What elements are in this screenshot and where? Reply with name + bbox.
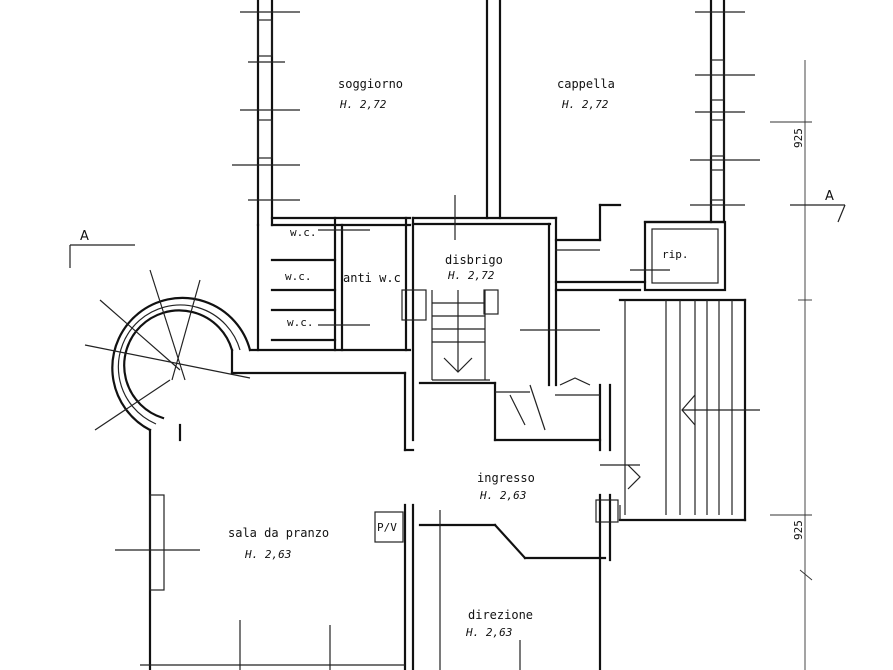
room-height-disbrigo: H. 2,72	[447, 269, 495, 282]
room-label-cappella: cappella	[557, 77, 615, 91]
room-label-wc-2: w.c.	[285, 270, 312, 283]
section-marks	[69, 204, 846, 268]
room-height-cappella: H. 2,72	[561, 98, 609, 111]
room-label-direzione: direzione	[468, 608, 533, 622]
window-ticks	[232, 11, 760, 206]
room-label-antiwc: anti w.c	[343, 271, 401, 285]
section-mark-right: A	[825, 189, 834, 204]
room-height-sala: H. 2,63	[244, 548, 291, 561]
disbrigo-block	[411, 195, 600, 387]
room-label-rip: rip.	[662, 248, 689, 261]
ingresso-walls	[418, 377, 641, 670]
cappella-lower-walls	[554, 203, 727, 292]
room-height-direzione: H. 2,63	[465, 626, 512, 639]
entrance-stairs	[618, 298, 760, 522]
room-label-disbrigo: disbrigo	[445, 253, 503, 267]
room-label-sala: sala da pranzo	[228, 526, 329, 540]
room-height-ingresso: H. 2,63	[479, 489, 526, 502]
sala-walls	[115, 348, 415, 670]
label-pv: P/V	[377, 521, 397, 534]
section-mark-left: A	[80, 229, 89, 244]
service-block	[248, 216, 499, 442]
dimension-top: 925	[792, 128, 805, 148]
dimension-line	[770, 60, 845, 670]
room-label-wc-3: w.c.	[287, 316, 314, 329]
dimension-bottom: 925	[792, 520, 805, 540]
room-height-soggiorno: H. 2,72	[339, 98, 387, 111]
room-label-wc-1: w.c.	[290, 226, 317, 239]
room-label-soggiorno: soggiorno	[338, 77, 403, 91]
room-label-ingresso: ingresso	[477, 471, 535, 485]
upper-walls	[256, 0, 726, 227]
round-tower	[84, 269, 252, 432]
